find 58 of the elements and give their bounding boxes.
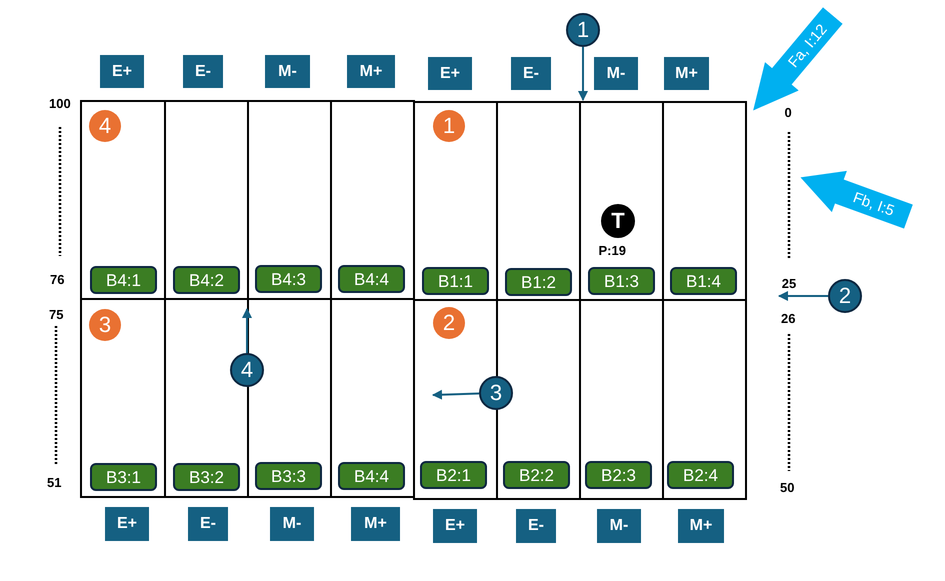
column-header: M+ (351, 507, 400, 541)
grid-cell (662, 299, 747, 500)
quadrant-number: 3 (89, 309, 121, 341)
callout-number: 1 (566, 13, 600, 47)
column-header: M- (270, 507, 314, 541)
column-header: M+ (664, 57, 709, 90)
position-tag: B2:1 (420, 461, 487, 489)
scale-value: 51 (47, 476, 62, 488)
scale-value: 25 (777, 275, 801, 295)
quadrant-number: 4 (89, 110, 121, 142)
scale-value: 26 (781, 312, 796, 324)
column-header: M- (594, 57, 638, 90)
position-tag: B2:2 (503, 461, 570, 489)
column-header: M+ (678, 509, 724, 543)
position-tag: B3:3 (255, 462, 322, 490)
arrow (578, 47, 588, 101)
column-header: M- (265, 55, 310, 88)
column-header: E- (183, 55, 223, 88)
quadrant-number: 2 (433, 307, 465, 339)
scale-value: 0 (784, 106, 792, 118)
grid-cell (80, 298, 166, 498)
column-header: E- (516, 509, 556, 543)
callout-number: 2 (828, 279, 862, 313)
position-tag: B2:3 (585, 461, 652, 489)
arrow (778, 291, 828, 301)
marker-caption: P:19 (598, 244, 626, 256)
column-header: E- (511, 57, 551, 90)
column-header: E- (188, 507, 228, 541)
position-tag: B1:3 (588, 267, 655, 295)
quadrant-number: 1 (433, 110, 465, 142)
grid-cell (662, 101, 747, 301)
position-tag: B4:3 (255, 265, 322, 293)
arrow (432, 390, 480, 400)
scale-value: 76 (50, 272, 64, 286)
column-header: E+ (105, 507, 149, 541)
position-tag: B4:2 (173, 266, 240, 294)
position-tag: B3:1 (90, 463, 157, 491)
callout-number: 4 (230, 353, 264, 387)
position-tag: B4:4 (338, 462, 405, 490)
position-tag: B3:2 (173, 463, 240, 491)
position-tag: B4:4 (338, 265, 405, 293)
position-tag: B1:2 (505, 268, 572, 296)
position-tag: B2:4 (667, 461, 734, 489)
position-tag: B1:1 (422, 267, 489, 295)
column-header: M+ (347, 55, 395, 88)
scale-value: 50 (780, 480, 794, 494)
scale-value: 75 (49, 308, 64, 320)
column-header: M- (597, 509, 641, 543)
arrow (242, 308, 252, 353)
grid-cell (80, 100, 166, 300)
column-header: E+ (428, 57, 472, 90)
t-marker: T (601, 204, 635, 238)
column-header: E+ (433, 509, 477, 543)
position-tag: B1:4 (670, 267, 737, 295)
scale-value: 100 (49, 96, 71, 110)
callout-number: 3 (479, 376, 513, 410)
position-tag: B4:1 (90, 266, 157, 294)
column-header: E+ (100, 55, 144, 88)
